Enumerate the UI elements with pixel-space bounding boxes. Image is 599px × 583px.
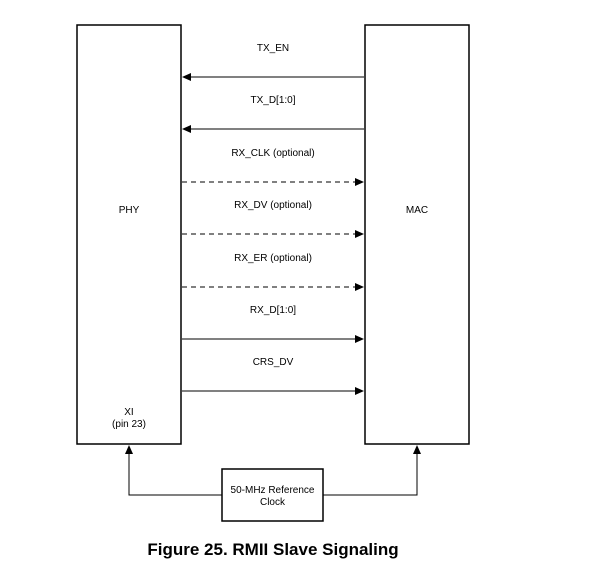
signal-label-tx-d-1-0: TX_D[1:0] [250,95,295,106]
signal-label-rx-d-1-0: RX_D[1:0] [250,305,296,316]
signal-arrowhead-tx-d-1-0 [182,125,191,133]
signal-arrowhead-tx-en [182,73,191,81]
reference-clock-box [221,468,324,522]
signal-arrowhead-rx-dv-optional [355,230,364,238]
mac-label: MAC [406,205,428,216]
signal-label-rx-clk-optional: RX_CLK (optional) [231,148,314,159]
mac-block: MAC [364,24,470,445]
figure-caption: Figure 25. RMII Slave Signaling [147,540,398,559]
signal-label-rx-er-optional: RX_ER (optional) [234,253,312,264]
reference-clock: 50-MHz Reference Clock [125,445,421,522]
signal-arrowhead-rx-er-optional [355,283,364,291]
signal-arrowhead-rx-clk-optional [355,178,364,186]
xi-pin-label: (pin 23) [112,419,146,430]
clock-to-phy-arrowhead [125,445,133,454]
clock-to-phy-line [128,452,222,496]
clock-to-mac-arrowhead [413,445,421,454]
signal-arrowhead-rx-d-1-0 [355,335,364,343]
clock-to-mac-line [323,452,418,496]
signal-arrowhead-crs-dv [355,387,364,395]
phy-block: PHY XI (pin 23) [76,24,182,445]
phy-label: PHY [119,205,140,216]
mac-box [364,24,470,445]
signal-lines: TX_EN TX_D[1:0] RX_CLK (optional) RX_DV (op… [182,43,364,395]
signal-label-tx-en: TX_EN [257,43,289,54]
xi-label: XI [124,407,133,418]
reference-clock-label-line2: Clock [260,497,286,508]
phy-box [76,24,182,445]
signal-label-crs-dv: CRS_DV [253,357,294,368]
reference-clock-label-line1: 50-MHz Reference [231,485,315,496]
signal-label-rx-dv-optional: RX_DV (optional) [234,200,312,211]
